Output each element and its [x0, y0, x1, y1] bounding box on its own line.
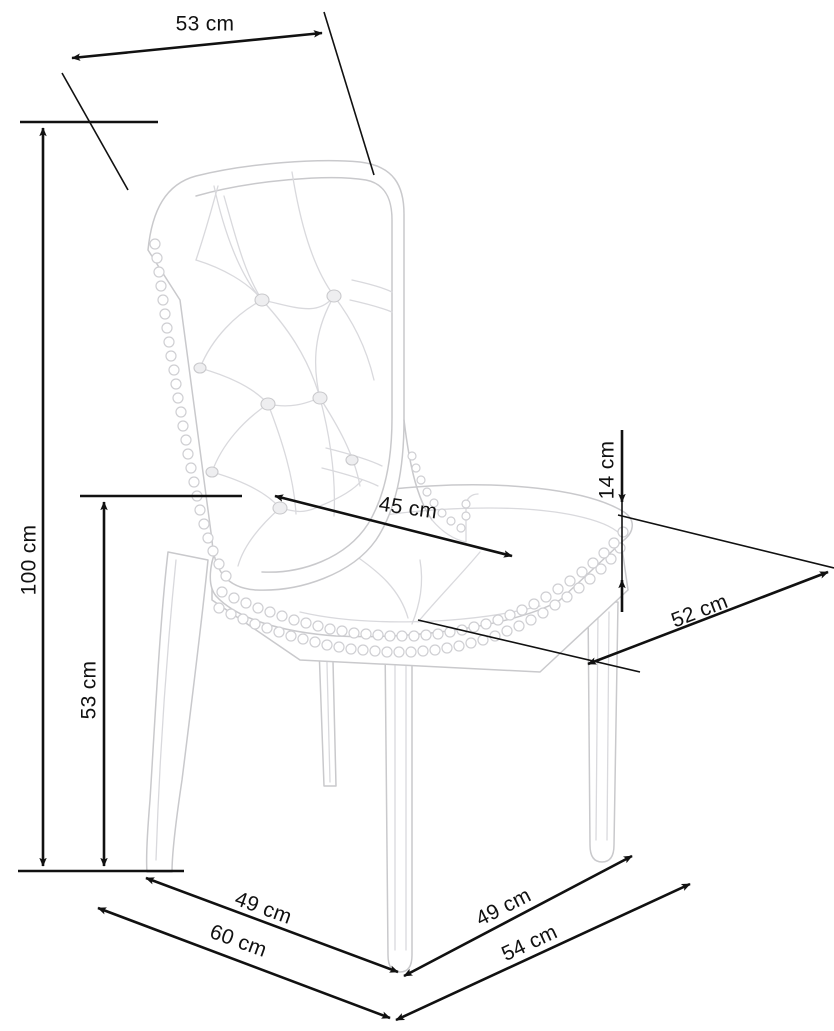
dimension-arrow-backrest-width [71, 30, 323, 61]
dimension-label-seat-width: 52 cm [668, 590, 731, 633]
dimension-label-total-height: 100 cm [18, 525, 41, 596]
dimension-arrow-footprint-right [395, 882, 691, 1022]
dimension-arrow-footprint-left [97, 906, 391, 1020]
extension-line-seat-width-top [617, 514, 834, 569]
chair-seat-stud-trim [213, 526, 629, 658]
dimension-arrow-seat-width [587, 570, 829, 666]
chair-illustration [145, 159, 633, 973]
dimension-label-seat-thickness: 14 cm [596, 441, 619, 500]
dimension-label-footprint-left: 60 cm [207, 920, 270, 962]
dimension-backrest-width: 53 cm [61, 11, 375, 191]
dimension-leg-span-left: 49 cm [145, 876, 399, 974]
chair-backrest [147, 159, 405, 591]
chair-backrest-stud-trim [149, 238, 232, 582]
dimension-footprint-left: 60 cm [97, 906, 391, 1020]
dimension-total-height: 100 cm [18, 127, 47, 867]
extension-line-backrest-left [61, 72, 129, 191]
dimension-arrow-leg-span-left [145, 876, 399, 974]
dimension-label-backrest-width: 53 cm [176, 13, 235, 36]
dimension-seat-height: 53 cm [78, 501, 108, 867]
chair-tufting-seams [195, 171, 375, 567]
chair-front-left-leg [384, 639, 413, 973]
extension-line-backrest-right [323, 11, 375, 176]
dimension-arrow-seat-depth [274, 494, 513, 558]
chair-front-right-leg [587, 601, 619, 863]
chair-back-left-leg [145, 551, 209, 873]
dimension-label-seat-height: 53 cm [78, 661, 101, 720]
dimension-footprint-right: 54 cm [395, 882, 691, 1022]
